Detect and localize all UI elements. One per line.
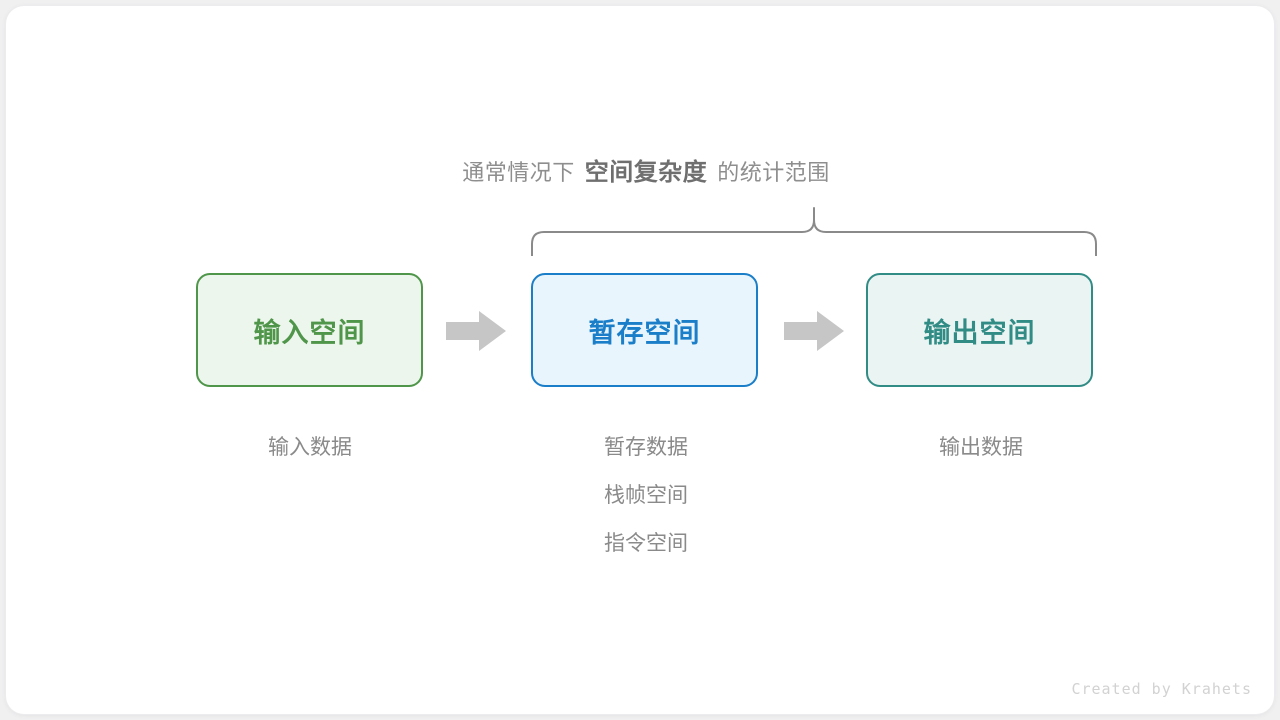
- box-input-space[interactable]: 输入空间: [196, 273, 423, 387]
- caption: 通常情况下空间复杂度的统计范围: [6, 156, 1280, 190]
- sublabels-temp: 暂存数据 栈帧空间 指令空间: [531, 424, 761, 568]
- box-input-space-label: 输入空间: [253, 317, 366, 348]
- sublabel-item: 栈帧空间: [604, 484, 688, 507]
- sublabel-item: 暂存数据: [604, 436, 688, 459]
- arrow-right-icon: [446, 311, 506, 351]
- caption-emphasis: 空间复杂度: [584, 159, 708, 186]
- arrow-right-icon: [784, 311, 844, 351]
- flow-row: 输入空间 暂存空间 输出空间: [196, 273, 1096, 387]
- sublabel-item: 输出数据: [939, 436, 1023, 459]
- sublabel-item: 指令空间: [604, 532, 688, 555]
- diagram-card: 通常情况下空间复杂度的统计范围 输入空间 暂存空间 输出空间: [6, 6, 1274, 714]
- box-temp-space-label: 暂存空间: [588, 317, 701, 348]
- caption-suffix: 的统计范围: [717, 160, 830, 185]
- box-temp-space[interactable]: 暂存空间: [531, 273, 758, 387]
- box-output-space[interactable]: 输出空间: [866, 273, 1093, 387]
- sublabels-output: 输出数据: [866, 424, 1096, 472]
- credit-text: Created by Krahets: [1071, 680, 1252, 698]
- sublabels-input: 输入数据: [195, 424, 425, 472]
- sublabel-item: 输入数据: [268, 436, 352, 459]
- scope-brace-icon: [531, 207, 1097, 256]
- box-output-space-label: 输出空间: [923, 317, 1036, 348]
- caption-prefix: 通常情况下: [462, 160, 575, 185]
